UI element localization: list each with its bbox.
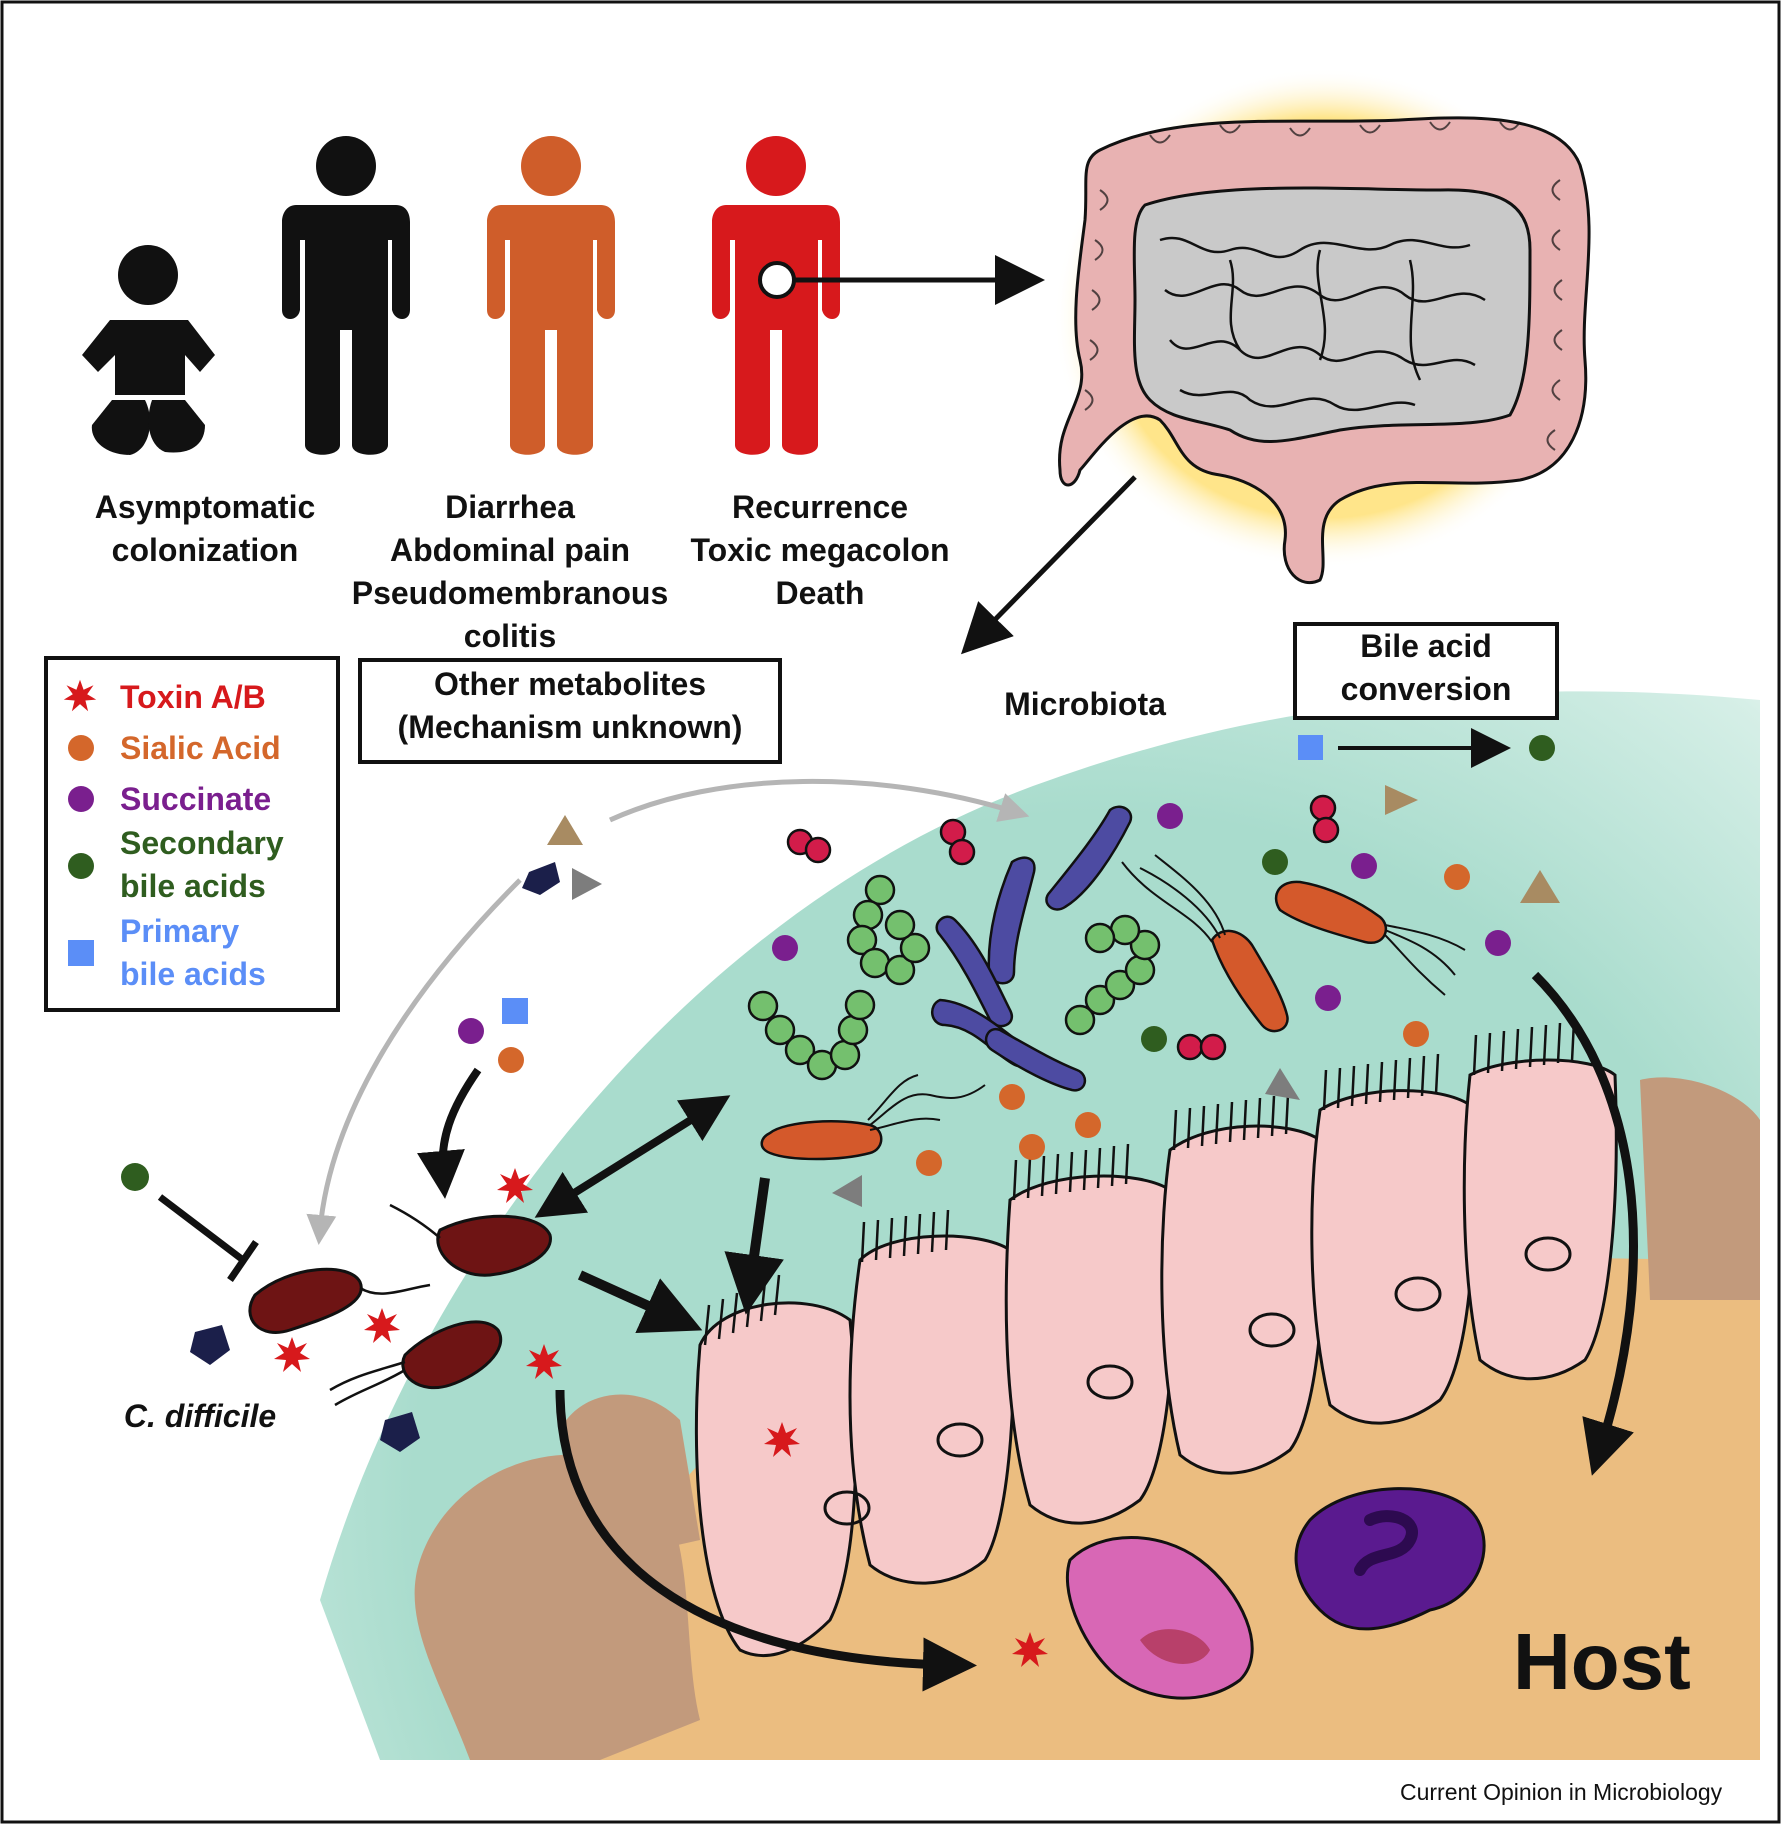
cell-nuclei bbox=[823, 1236, 1572, 1526]
epithelial-cells bbox=[694, 1058, 1618, 1657]
microbiota-metabolites bbox=[772, 785, 1560, 1207]
label-line: Recurrence bbox=[731, 489, 909, 525]
microbiota-to-epithelium-arrow bbox=[724, 1177, 784, 1315]
label-line: Death bbox=[775, 575, 865, 611]
legend-label-toxin: Toxin A/B bbox=[120, 679, 266, 715]
inhibition-line bbox=[157, 1194, 246, 1263]
secondary-bile-acid-icon bbox=[1529, 735, 1555, 761]
arrow-to-microbiota bbox=[960, 475, 1137, 655]
box-line: (Mechanism unknown) bbox=[397, 709, 743, 745]
adult-figure-red bbox=[712, 136, 840, 455]
c-difficile-label: C. difficile bbox=[123, 1398, 277, 1434]
adult-figure-orange bbox=[487, 136, 615, 455]
villi bbox=[414, 1077, 1760, 1760]
microbiota-label: Microbiota bbox=[1004, 686, 1166, 722]
legend-label-succinate: Succinate bbox=[120, 781, 272, 817]
people-label-symptoms: Diarrhea Abdominal pain Pseudomembranous… bbox=[330, 486, 690, 658]
other-metabolites-label: Other metabolites (Mechanism unknown) bbox=[358, 663, 782, 749]
people-label-severe: Recurrence Toxic megacolon Death bbox=[670, 486, 970, 615]
colon-illustration bbox=[1054, 68, 1594, 585]
label-line: Pseudomembranous bbox=[351, 575, 669, 611]
succinate-icon bbox=[68, 786, 94, 812]
infant-figure bbox=[82, 245, 215, 455]
label-line: colonization bbox=[111, 532, 299, 568]
primary-bile-acid-icon bbox=[1298, 735, 1323, 760]
other-metabolite-pentagon bbox=[190, 1325, 230, 1365]
succinate-icon bbox=[458, 1018, 484, 1044]
journal-credit: Current Opinion in Microbiology bbox=[1400, 1779, 1723, 1805]
box-line: conversion bbox=[1340, 671, 1512, 707]
people-label-asymptomatic: Asymptomatic colonization bbox=[60, 486, 350, 572]
legend-line: bile acids bbox=[120, 868, 266, 904]
microbiota-to-host-arrow bbox=[1531, 971, 1638, 1476]
other-metabolite-triangle bbox=[547, 815, 583, 845]
sialic-acid-icon bbox=[68, 735, 94, 761]
secondary-bile-acid-icon bbox=[68, 853, 94, 879]
label-line: Abdominal pain bbox=[390, 532, 630, 568]
toxin-icon bbox=[63, 679, 97, 712]
primary-bile-acid-icon bbox=[502, 998, 528, 1024]
host-label: Host bbox=[1513, 1617, 1691, 1706]
toxin-translocation-arrow bbox=[555, 1389, 977, 1692]
label-line: Diarrhea bbox=[445, 489, 575, 525]
legend-line: Secondary bbox=[120, 825, 284, 861]
bile-acid-conversion-box bbox=[1293, 622, 1559, 720]
c-difficile-bacteria bbox=[248, 1214, 552, 1390]
adult-figure-black bbox=[282, 136, 410, 455]
metabolite-effect-arrow-left bbox=[306, 878, 522, 1245]
nutrient-arrow bbox=[417, 1067, 482, 1199]
other-metabolite-pentagon bbox=[380, 1412, 420, 1452]
immune-cell-pink bbox=[1065, 1536, 1254, 1700]
label-line: Toxic megacolon bbox=[690, 532, 950, 568]
legend-line: Primary bbox=[120, 913, 240, 949]
interaction-arrow bbox=[534, 1095, 731, 1218]
box-line: Other metabolites bbox=[433, 666, 707, 702]
other-metabolite-arrowhead bbox=[572, 868, 602, 900]
bile-acid-conversion-label: Bile acid conversion bbox=[1293, 625, 1559, 711]
adherence-arrow bbox=[577, 1270, 703, 1333]
colon-marker-icon bbox=[758, 261, 796, 299]
people-figures bbox=[82, 136, 840, 455]
secondary-bile-acid-icon bbox=[121, 1163, 149, 1191]
label-line: colitis bbox=[463, 618, 557, 654]
legend-label-sialic-acid: Sialic Acid bbox=[120, 730, 281, 766]
primary-bile-acid-icon bbox=[68, 940, 94, 966]
other-metabolite-pentagon bbox=[522, 862, 560, 895]
label-line: Asymptomatic bbox=[94, 489, 316, 525]
metabolite-effect-arrow-top bbox=[608, 778, 1030, 823]
legend-label-secondary-bile-acids: Secondary bile acids bbox=[120, 822, 284, 908]
other-metabolites-box bbox=[358, 658, 782, 764]
box-line: Bile acid bbox=[1360, 628, 1492, 664]
sialic-acid-icon bbox=[498, 1047, 524, 1073]
microbiota-bacteria bbox=[747, 794, 1466, 1161]
legend-label-primary-bile-acids: Primary bile acids bbox=[120, 910, 266, 996]
legend-line: bile acids bbox=[120, 956, 266, 992]
